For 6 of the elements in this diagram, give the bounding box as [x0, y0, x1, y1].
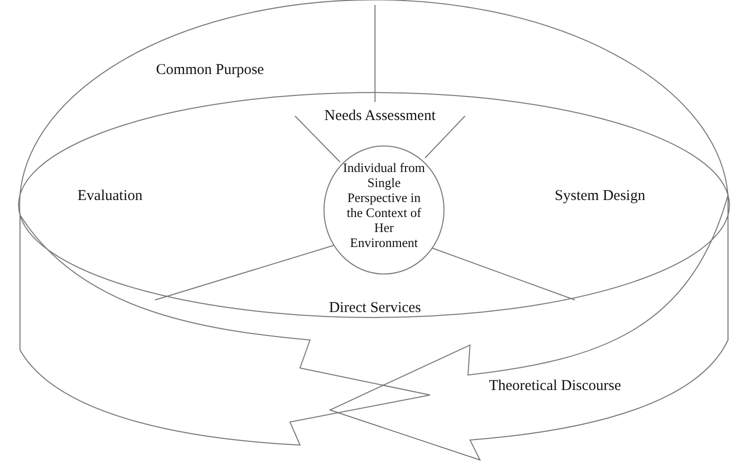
segment-label: Evaluation	[40, 188, 180, 205]
outer-band-label: Common Purpose	[140, 62, 280, 79]
segment-label: Direct Services	[300, 300, 450, 317]
segment-label: Needs Assessment	[320, 108, 440, 125]
segment-label: System Design	[530, 188, 670, 205]
arrow-band-label: Theoretical Discourse	[470, 378, 640, 395]
